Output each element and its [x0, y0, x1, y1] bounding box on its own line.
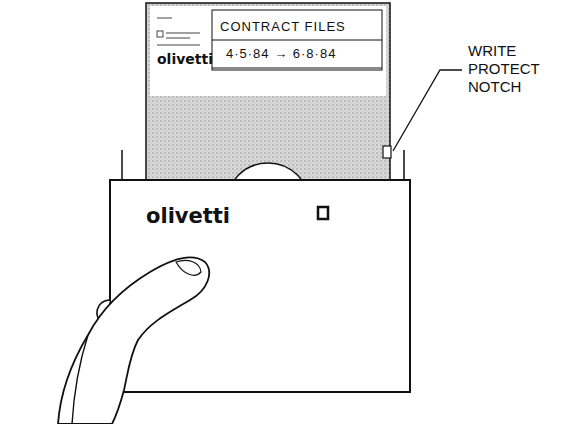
diskette-label [150, 6, 386, 96]
fine-print [157, 18, 200, 45]
handwritten-dates: 4·5·84 → 6·8·84 [226, 47, 336, 61]
callout-label: WRITE PROTECT NOTCH [468, 42, 560, 96]
sleeve-logo-mark [318, 207, 328, 219]
leader-line [393, 70, 462, 151]
write-on-label [212, 10, 382, 70]
label-rule [212, 40, 382, 41]
brand-logo: olivetti [146, 205, 230, 228]
brand-logo: olivetti [157, 52, 213, 67]
palm-edge [72, 335, 88, 424]
handwritten-title: CONTRACT FILES [220, 20, 346, 34]
write-protect-notch [383, 146, 391, 158]
thumbnail [176, 260, 201, 275]
label-rule [212, 68, 382, 69]
thumb [58, 257, 209, 424]
